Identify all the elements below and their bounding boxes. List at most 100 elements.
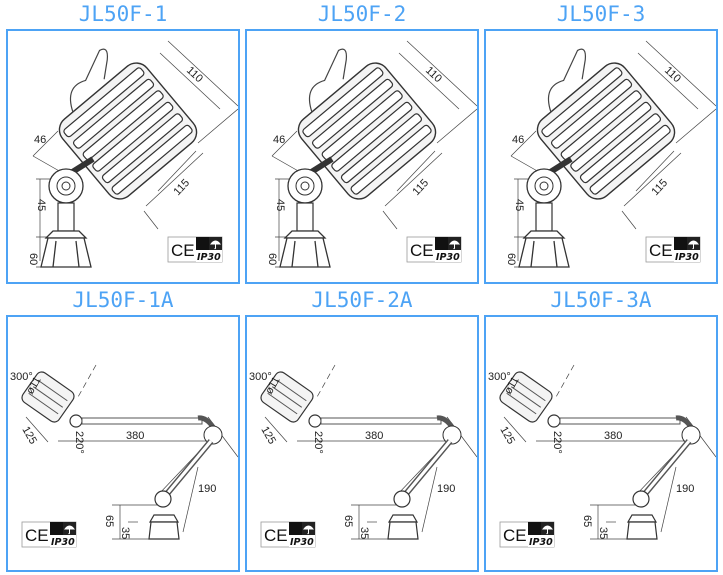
lamp-base xyxy=(148,514,180,540)
base-joint xyxy=(632,490,650,508)
swivel-joint xyxy=(547,414,561,428)
lamp-base xyxy=(387,514,419,540)
umbrella-icon xyxy=(302,525,315,535)
lamp-base xyxy=(40,230,92,268)
dim-swivel: 220° xyxy=(312,431,324,454)
dim-joint: 45 xyxy=(513,199,525,211)
dim-rotation: 300° xyxy=(488,371,511,383)
dim-head: 125 xyxy=(497,425,517,447)
dim-arm2: 190 xyxy=(198,483,216,495)
dim-arm1: 380 xyxy=(604,430,622,442)
dim-neck: 46 xyxy=(34,134,46,146)
certification-badge: CE IP30 xyxy=(645,236,701,263)
arm-diagonal xyxy=(402,439,453,497)
dim-rotation: 300° xyxy=(10,371,33,383)
certification-badge: CE IP30 xyxy=(167,236,223,263)
swivel-joint xyxy=(308,414,322,428)
lamp-head xyxy=(536,48,676,200)
lamp-base xyxy=(626,514,658,540)
dim-width: 110 xyxy=(662,64,683,85)
ip-rating: IP30 xyxy=(529,537,553,548)
dim-arm2: 190 xyxy=(676,483,694,495)
dim-base: 35 xyxy=(358,527,370,539)
dim-length: 115 xyxy=(410,177,431,198)
base-joint xyxy=(393,490,411,508)
certification-badge: CE IP30 xyxy=(406,236,462,263)
dim-base: 60 xyxy=(266,253,278,265)
ip-rating: IP30 xyxy=(675,252,699,263)
lamp-base xyxy=(518,230,570,268)
certification-badge: CE IP30 xyxy=(260,521,316,548)
dim-width: 110 xyxy=(184,64,205,85)
dim-length: 115 xyxy=(171,177,192,198)
lamp-head xyxy=(260,371,314,423)
lamp-dimension-drawing: 300° ø11 125 220° 380 190 65 35 CE IP30 xyxy=(10,364,238,548)
umbrella-icon xyxy=(209,240,222,250)
ip-rating: IP30 xyxy=(436,252,460,263)
dim-arm1: 380 xyxy=(365,430,383,442)
swivel-joint xyxy=(69,414,83,428)
lamp-head xyxy=(58,48,198,200)
arm-horizontal xyxy=(559,415,694,429)
product-model-title: JL50F-3 xyxy=(556,2,646,26)
product-panel: 300° ø11 125 220° 380 190 65 35 CE IP30 xyxy=(245,315,479,572)
product-panel: 110 46 115 45 60 CE IP30 xyxy=(484,29,718,284)
dim-length: 115 xyxy=(649,177,670,198)
ce-mark: CE xyxy=(25,526,49,545)
dim-base: 60 xyxy=(27,253,39,265)
dim-height: 65 xyxy=(581,515,593,527)
ce-mark: CE xyxy=(264,526,288,545)
product-panel: 300° ø11 125 220° 380 190 65 35 CE IP30 xyxy=(6,315,240,572)
ball-joint xyxy=(287,168,323,204)
lamp-dimension-drawing: 110 46 115 45 60 CE IP30 xyxy=(266,40,477,268)
lamp-head xyxy=(297,48,437,200)
ce-mark: CE xyxy=(410,241,434,260)
lamp-dimension-drawing: 300° ø11 125 220° 380 190 65 35 CE IP30 xyxy=(249,364,477,548)
lamp-dimension-drawing: 110 46 115 45 60 CE IP30 xyxy=(27,40,238,268)
ball-joint xyxy=(526,168,562,204)
product-panel: 300° ø11 125 220° 380 190 65 35 CE IP30 xyxy=(484,315,718,572)
product-model-title: JL50F-2 xyxy=(317,2,407,26)
dim-base: 35 xyxy=(119,527,131,539)
dimension-lines xyxy=(32,40,238,268)
lamp-dimension-drawing: 300° ø11 125 220° 380 190 65 35 CE IP30 xyxy=(488,364,716,548)
dim-base: 60 xyxy=(505,253,517,265)
ce-mark: CE xyxy=(503,526,527,545)
dim-neck: 46 xyxy=(512,134,524,146)
product-model-title: JL50F-3A xyxy=(550,288,652,312)
ip-rating: IP30 xyxy=(197,252,221,263)
ip-rating: IP30 xyxy=(51,537,75,548)
dim-joint: 45 xyxy=(274,199,286,211)
lamp-head xyxy=(499,371,553,423)
dim-base: 35 xyxy=(597,527,609,539)
arm-diagonal xyxy=(163,439,214,497)
dim-joint: 45 xyxy=(35,199,47,211)
dim-swivel: 220° xyxy=(73,431,85,454)
arm-horizontal xyxy=(320,415,455,429)
umbrella-icon xyxy=(541,525,554,535)
product-panel: 110 46 115 45 60 CE IP30 xyxy=(6,29,240,284)
umbrella-icon xyxy=(448,240,461,250)
certification-badge: CE IP30 xyxy=(499,521,555,548)
lamp-head xyxy=(21,371,75,423)
product-model-title: JL50F-2A xyxy=(311,288,413,312)
arm-diagonal xyxy=(641,439,692,497)
dim-head: 125 xyxy=(19,425,39,447)
ball-joint xyxy=(48,168,84,204)
dim-neck: 46 xyxy=(273,134,285,146)
lamp-dimension-drawing: 110 46 115 45 60 CE IP30 xyxy=(505,40,716,268)
elbow-joint xyxy=(203,425,223,445)
ce-mark: CE xyxy=(171,241,195,260)
elbow-joint xyxy=(681,425,701,445)
elbow-joint xyxy=(442,425,462,445)
product-panel: 110 46 115 45 60 CE IP30 xyxy=(245,29,479,284)
ip-rating: IP30 xyxy=(290,537,314,548)
umbrella-icon xyxy=(687,240,700,250)
dim-height: 65 xyxy=(103,515,115,527)
arm-horizontal xyxy=(81,415,216,429)
lamp-base xyxy=(279,230,331,268)
product-model-title: JL50F-1 xyxy=(78,2,168,26)
base-joint xyxy=(154,490,172,508)
dimension-lines xyxy=(510,40,716,268)
ce-mark: CE xyxy=(649,241,673,260)
